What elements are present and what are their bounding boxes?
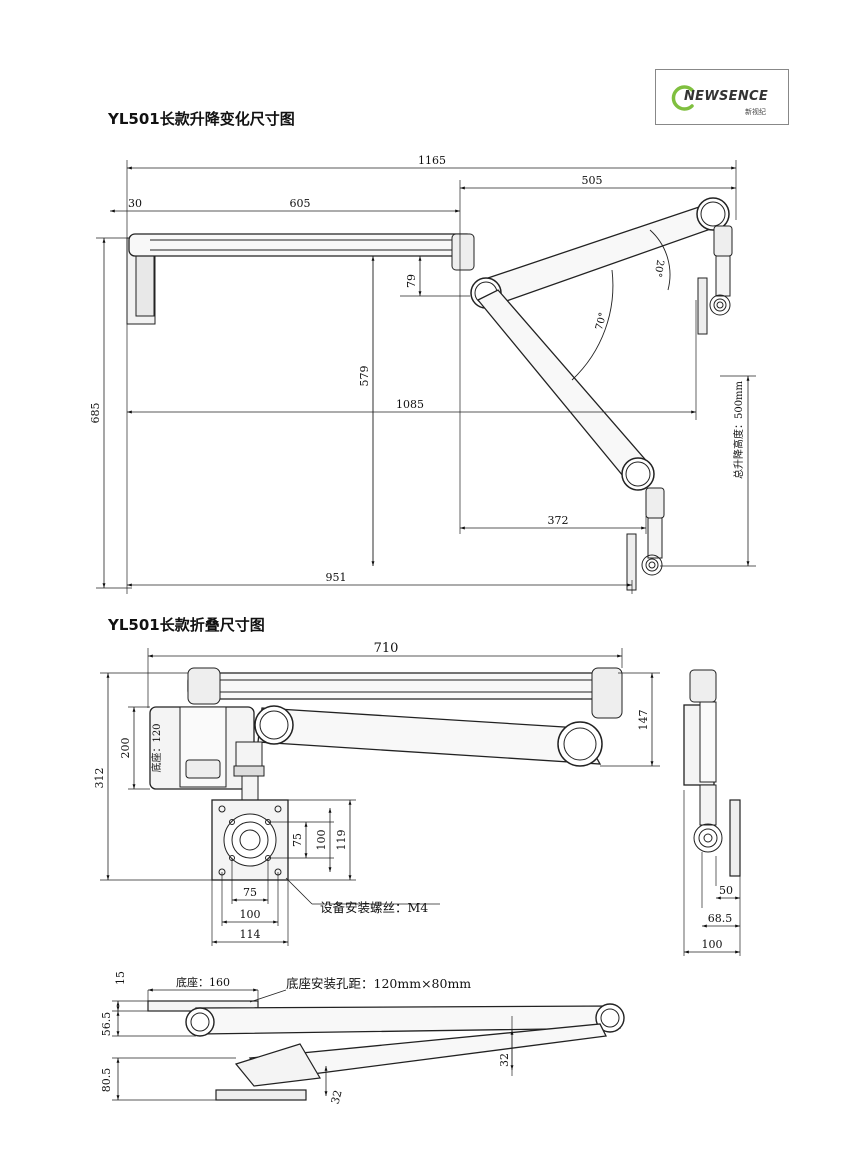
dim-side-50: 50 (719, 884, 733, 897)
dim-lower-reach: 372 (548, 514, 569, 527)
newsence-swoosh-logo-icon (671, 85, 694, 111)
dim-angle-lower: 70° (594, 311, 609, 331)
dim-side-height: 147 (637, 710, 650, 731)
brand-subtitle: 新视纪 (745, 108, 766, 116)
lifting-section-title: YL501长款升降变化尺寸图 (108, 110, 295, 128)
dim-bottom-75: 75 (243, 886, 257, 899)
dim-side-68-5: 68.5 (708, 912, 733, 925)
dim-drop-height: 579 (358, 366, 371, 387)
dim-top-15: 15 (114, 971, 127, 985)
dim-vesa-100: 100 (315, 830, 328, 851)
dim-arm-reach: 505 (582, 174, 603, 187)
folding-section-title: YL501长款折叠尺寸图 (108, 616, 265, 634)
dim-mid-width: 1085 (396, 398, 424, 411)
upper-arm (128, 233, 474, 257)
lower-arm-lowered (476, 289, 651, 483)
dim-upper-arm: 605 (290, 197, 311, 210)
monitor-plate-lowered (626, 533, 637, 591)
dim-base-offset: 30 (128, 197, 142, 210)
folded-upper-arm (187, 672, 619, 700)
hole-spacing-note: 底座安装孔距：120mm×80mm (286, 976, 471, 991)
dim-total-height: 685 (89, 403, 102, 424)
folded-lower-arm (257, 707, 602, 765)
screw-note: 设备安装螺丝：M4 (320, 900, 428, 915)
dim-vesa-75: 75 (291, 833, 304, 847)
dim-top-32-b: 32 (329, 1089, 345, 1106)
dim-bottom-width: 951 (326, 571, 347, 584)
top-view-plate (215, 1089, 307, 1101)
dim-overall-length: 710 (374, 641, 399, 656)
brand-logo: NEWSENCE 新视纪 (655, 69, 789, 125)
folding-front-view (100, 648, 741, 956)
dim-bottom-114: 114 (240, 928, 261, 941)
dim-side-100: 100 (702, 938, 723, 951)
dim-top-56-5: 56.5 (100, 1012, 113, 1037)
dim-total-height-folded: 312 (93, 768, 106, 789)
dim-base-label: 底座：120 (150, 723, 163, 772)
dim-angle-upper: 20° (652, 259, 666, 278)
folding-top-view (112, 988, 625, 1101)
dim-top-32-a: 32 (498, 1053, 511, 1067)
dim-base-height: 200 (119, 738, 132, 759)
dim-plate-119: 119 (335, 830, 348, 851)
dim-overall-width: 1165 (418, 154, 446, 167)
dim-bottom-100: 100 (240, 908, 261, 921)
lifting-diagram (96, 160, 756, 594)
side-view-plate (729, 799, 741, 877)
dim-joint-drop: 79 (405, 274, 418, 288)
brand-name: NEWSENCE (684, 89, 769, 104)
lower-arm-raised (481, 204, 724, 306)
dim-top-80-5: 80.5 (100, 1068, 113, 1093)
monitor-plate-raised (697, 277, 708, 335)
dim-lift-note: 总升降高度：500mm (732, 380, 745, 479)
dim-top-base-label: 底座：160 (176, 975, 230, 989)
